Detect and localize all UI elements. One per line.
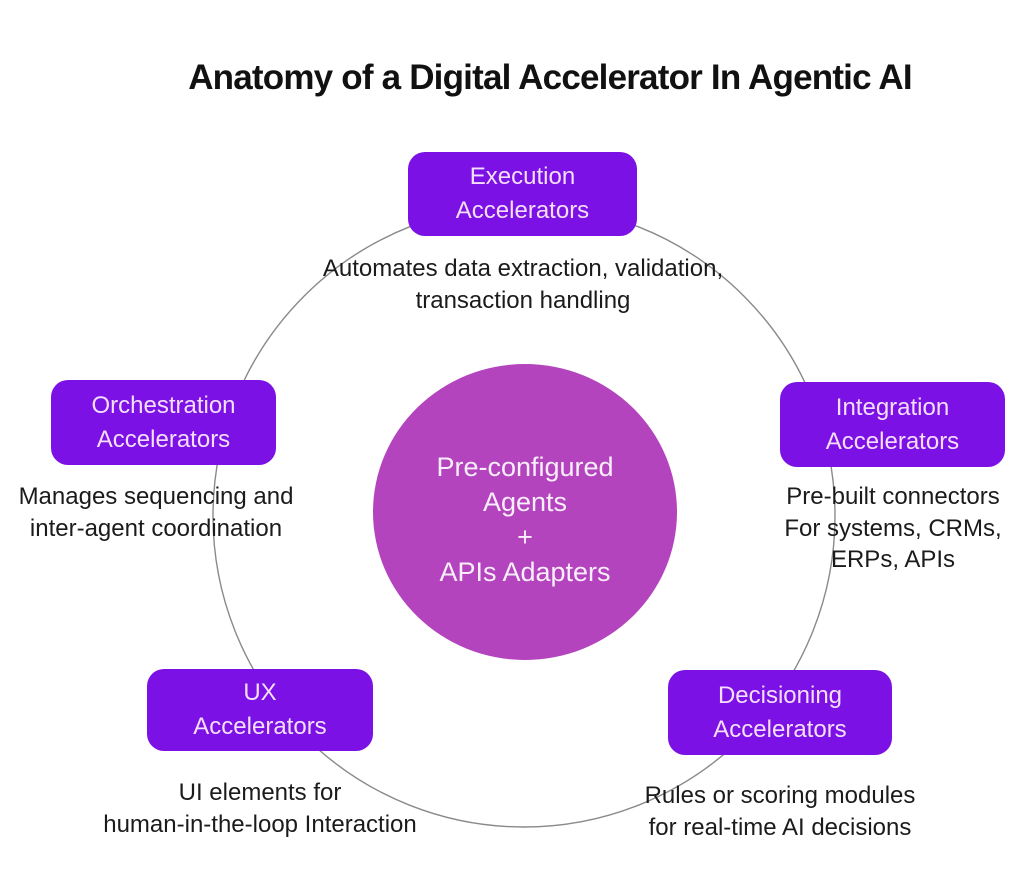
node-execution-accelerators: Execution Accelerators — [408, 152, 637, 236]
node-orchestration-label: Orchestration Accelerators — [91, 391, 236, 453]
node-integration-accelerators: Integration Accelerators — [780, 382, 1005, 467]
center-node-label: Pre-configured Agents + APIs Adapters — [436, 451, 614, 588]
description-orchestration: Manages sequencing and inter-agent coord… — [18, 483, 294, 542]
page-title: Anatomy of a Digital Accelerator In Agen… — [188, 58, 912, 97]
description-decisioning: Rules or scoring modules for real-time A… — [644, 782, 916, 841]
node-execution-label: Execution Accelerators — [455, 163, 590, 224]
description-integration: Pre-built connectors For systems, CRMs, … — [784, 483, 1002, 574]
node-decisioning-label: Decisioning Accelerators — [713, 681, 847, 743]
center-node: Pre-configured Agents + APIs Adapters — [373, 364, 677, 660]
node-decisioning-accelerators: Decisioning Accelerators — [668, 670, 892, 755]
node-ux-label: UX Accelerators — [193, 679, 327, 740]
node-ux-accelerators: UX Accelerators — [147, 669, 373, 751]
description-execution: Automates data extraction, validation, t… — [322, 255, 724, 314]
description-ux: UI elements for human-in-the-loop Intera… — [103, 779, 417, 838]
node-integration-label: Integration Accelerators — [825, 393, 960, 455]
node-orchestration-accelerators: Orchestration Accelerators — [51, 380, 276, 465]
